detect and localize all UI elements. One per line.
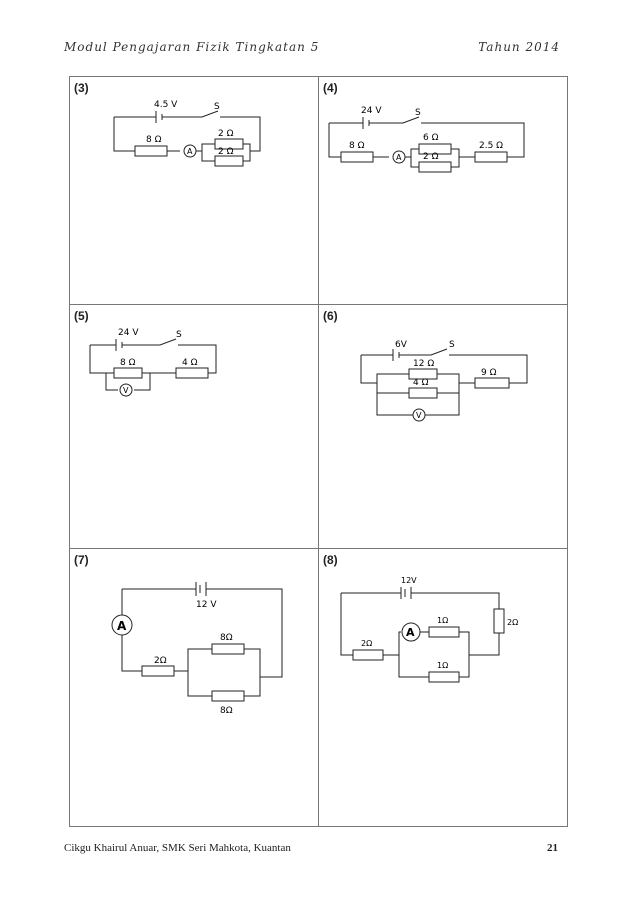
question-6-cell: (6) 6V S 12 Ω 4 Ω 9 Ω V — [319, 305, 569, 548]
switch-label: S — [415, 108, 421, 118]
row-divider — [70, 548, 567, 549]
resistor-label: 4 Ω — [413, 378, 429, 388]
question-label: (3) — [74, 81, 89, 95]
voltmeter-label: V — [416, 411, 422, 420]
resistor-label: 4 Ω — [182, 358, 198, 368]
switch-label: S — [214, 102, 220, 112]
question-label: (6) — [323, 309, 338, 323]
circuit-diagram-7: 12 V A 2Ω 8Ω 8Ω — [111, 582, 283, 716]
resistor-label: 8 Ω — [120, 358, 136, 368]
question-label: (7) — [74, 553, 89, 567]
battery-label: 6V — [395, 340, 408, 350]
resistor-label: 1Ω — [437, 661, 448, 670]
resistor-label: 9 Ω — [481, 368, 497, 378]
switch-label: S — [449, 340, 455, 350]
battery-label: 24 V — [118, 328, 139, 338]
circuit-diagram-4: 24 V S 8 Ω 6 Ω 2 Ω 2.5 Ω A — [328, 106, 525, 173]
header-year: Tahun 2014 — [478, 40, 560, 54]
resistor-label: 6 Ω — [423, 133, 439, 143]
resistor-label: 1Ω — [437, 616, 448, 625]
question-3-cell: (3) 4.5 V S 8 Ω 2 Ω 2 Ω A — [70, 77, 318, 304]
resistor-label: 2 Ω — [218, 147, 234, 157]
resistor-label: 2 Ω — [218, 129, 234, 139]
battery-label: 12V — [401, 576, 417, 585]
resistor-label: 12 Ω — [413, 359, 434, 369]
circuit-diagram-8: 12V 2Ω 1Ω 1Ω 2Ω A — [340, 576, 518, 683]
switch-label: S — [176, 330, 182, 340]
question-label: (5) — [74, 309, 89, 323]
question-8-cell: (8) 12V 2Ω 1Ω 1Ω 2Ω A — [319, 549, 569, 828]
column-divider — [318, 77, 319, 826]
resistor-label: 8Ω — [220, 706, 233, 716]
circuit-diagram-6: 6V S 12 Ω 4 Ω 9 Ω V — [360, 340, 528, 422]
resistor-label: 8 Ω — [349, 141, 365, 151]
battery-label: 24 V — [361, 106, 382, 116]
resistor-label: 2Ω — [507, 618, 518, 627]
circuit-diagram-3: 4.5 V S 8 Ω 2 Ω 2 Ω A — [113, 100, 261, 167]
question-label: (4) — [323, 81, 338, 95]
ammeter-label: A — [117, 619, 127, 633]
question-5-cell: (5) 24 V S 8 Ω 4 Ω V — [70, 305, 318, 548]
ammeter-label: A — [396, 153, 402, 162]
circuit-diagram-5: 24 V S 8 Ω 4 Ω V — [89, 328, 217, 397]
question-label: (8) — [323, 553, 338, 567]
questions-table: (3) 4.5 V S 8 Ω 2 Ω 2 Ω A (4) — [69, 76, 568, 827]
resistor-label: 8 Ω — [146, 135, 162, 145]
header-title: Modul Pengajaran Fizik Tingkatan 5 — [64, 40, 320, 54]
resistor-label: 2Ω — [154, 656, 167, 666]
resistor-label: 2Ω — [361, 639, 372, 648]
resistor-label: 2 Ω — [423, 152, 439, 162]
footer-author: Cikgu Khairul Anuar, SMK Seri Mahkota, K… — [64, 842, 291, 854]
battery-label: 12 V — [196, 600, 217, 610]
ammeter-label: A — [187, 147, 193, 156]
page-number: 21 — [547, 842, 558, 854]
row-divider — [70, 304, 567, 305]
battery-label: 4.5 V — [154, 100, 178, 110]
resistor-label: 8Ω — [220, 633, 233, 643]
ammeter-label: A — [406, 626, 415, 639]
resistor-label: 2.5 Ω — [479, 141, 503, 151]
question-7-cell: (7) 12 V A 2Ω 8Ω 8Ω — [70, 549, 318, 828]
voltmeter-label: V — [123, 386, 129, 395]
question-4-cell: (4) 24 V S 8 Ω 6 Ω 2 Ω 2.5 Ω A — [319, 77, 569, 304]
